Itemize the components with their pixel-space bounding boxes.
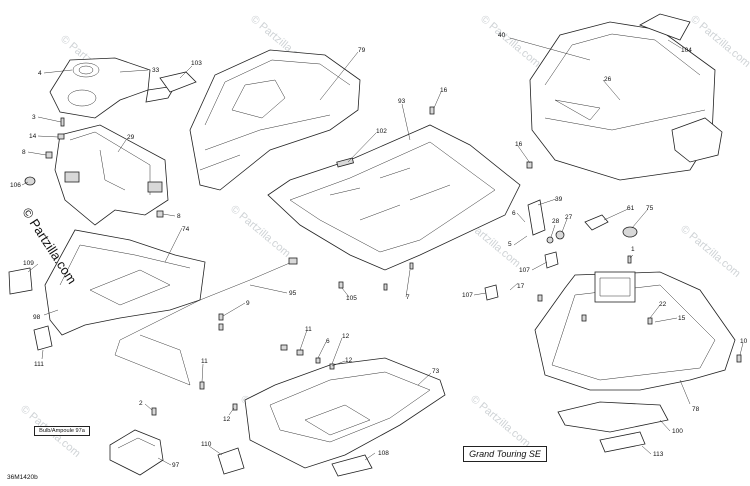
- callout: 95: [289, 290, 297, 297]
- callout: 7: [406, 294, 410, 301]
- callout: 108: [378, 450, 389, 457]
- callout: 17: [517, 283, 525, 290]
- part-clip-107: [544, 251, 559, 269]
- watermark: © Partzilla.com: [478, 13, 542, 70]
- callout: 8: [177, 213, 181, 220]
- part-nut-8: [156, 210, 164, 218]
- part-decal-108: [331, 454, 373, 477]
- part-main-tray-93: [267, 124, 521, 271]
- callout: 110: [201, 441, 212, 448]
- part-clip-14: [57, 133, 65, 140]
- part-strap-61: [584, 214, 609, 231]
- part-bushing-27: [555, 230, 565, 240]
- callout: 12: [223, 416, 231, 423]
- part-harness-95: [114, 261, 293, 386]
- callout: 39: [555, 196, 563, 203]
- part-side-case-78: [534, 271, 736, 391]
- callout: 8: [22, 149, 26, 156]
- part-screw-3: [60, 117, 65, 127]
- callout: 105: [346, 295, 357, 302]
- part-storage-tray-79: [189, 49, 361, 191]
- callout: 4: [38, 70, 42, 77]
- callout: 2: [139, 400, 143, 407]
- hardware-group: [151, 106, 742, 416]
- callout: 5: [508, 241, 512, 248]
- part-clip-107: [484, 284, 499, 301]
- callout: 113: [653, 451, 664, 458]
- part-decal-110: [217, 447, 245, 475]
- callout: 26: [604, 76, 612, 83]
- part-grommet-106: [24, 176, 36, 186]
- part-washer-28: [546, 236, 554, 244]
- diagram-reference-code: 36M1420b: [7, 474, 38, 481]
- callout: 107: [519, 267, 530, 274]
- bulb-reference-label: Bulb/Ampoule 97a: [34, 426, 90, 436]
- leader-lines: [21, 37, 744, 466]
- callout: 93: [398, 98, 406, 105]
- callout: 98: [33, 314, 41, 321]
- callout: 109: [23, 260, 34, 267]
- part-taillight-97: [109, 429, 164, 476]
- part-bracket-29: [54, 124, 169, 226]
- callout: 104: [681, 47, 692, 54]
- callout: 28: [552, 218, 560, 225]
- part-decal-113: [599, 431, 646, 453]
- diagram-caption: Grand Touring SE: [463, 446, 547, 462]
- callout: 12: [342, 333, 350, 340]
- watermark: © Partzilla.com: [468, 393, 532, 450]
- callout: 97: [172, 462, 180, 469]
- part-decal-109: [8, 267, 33, 295]
- callout: 16: [440, 87, 448, 94]
- callout: 29: [127, 134, 135, 141]
- callout: 16: [515, 141, 523, 148]
- callout: 3: [32, 114, 36, 121]
- callout: 111: [34, 361, 44, 368]
- callout: 73: [432, 368, 440, 375]
- callout: 15: [678, 315, 686, 322]
- callout: 107: [462, 292, 473, 299]
- part-decal-104: [639, 13, 691, 41]
- part-lower-tray-73: [244, 357, 446, 469]
- callout: 6: [512, 210, 516, 217]
- part-top-bag-40: [529, 21, 723, 181]
- callout: 78: [692, 406, 700, 413]
- watermark: © Partzilla.com: [678, 223, 742, 280]
- callout: 106: [10, 182, 21, 189]
- part-bracket-39: [527, 199, 546, 236]
- callout: 12: [345, 357, 353, 364]
- part-nut-8: [45, 151, 53, 159]
- callout: 102: [376, 128, 387, 135]
- callout: 103: [191, 60, 202, 67]
- part-decal-103: [159, 71, 197, 93]
- callout: 79: [358, 47, 366, 54]
- callout: 74: [182, 226, 190, 233]
- callout: 1: [631, 246, 635, 253]
- callout: 27: [565, 214, 573, 221]
- callout: 75: [646, 205, 654, 212]
- callout: 33: [152, 67, 160, 74]
- callout: 9: [246, 300, 250, 307]
- callout-labels: 4 33 103 79 40 104 3 14 29 8 106 8 16 93…: [10, 32, 748, 469]
- callout: 6: [326, 338, 330, 345]
- part-knob-75: [622, 226, 638, 238]
- callout: 100: [672, 428, 683, 435]
- callout: 40: [498, 32, 506, 39]
- part-top-cover: [49, 57, 176, 119]
- part-latch-102: [336, 157, 354, 168]
- part-decal-111: [33, 325, 53, 351]
- part-side-panel-74: [44, 229, 206, 336]
- watermark: © Partzilla.com: [228, 203, 292, 260]
- part-decal-100: [557, 401, 669, 433]
- callout: 11: [201, 358, 208, 365]
- callout: 11: [305, 326, 312, 333]
- part-connector-95: [288, 257, 298, 265]
- callout: 14: [29, 133, 37, 140]
- callout: 10: [740, 338, 748, 345]
- callout: 22: [659, 301, 667, 308]
- callout: 61: [627, 205, 635, 212]
